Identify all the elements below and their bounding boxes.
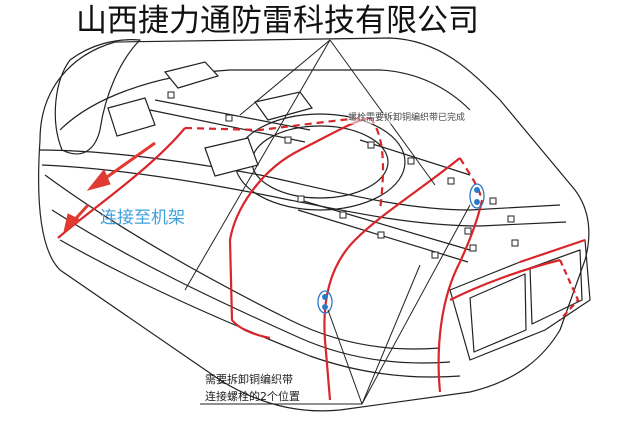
bolt xyxy=(377,231,385,239)
leader-title-1 xyxy=(184,39,331,291)
body-silhouette xyxy=(38,37,590,412)
roof-seam-2 xyxy=(149,109,306,143)
roof-dome-inner xyxy=(251,125,389,199)
hatch-4 xyxy=(204,137,259,177)
strap-front-dashed xyxy=(184,116,361,132)
roof-seam-3 xyxy=(299,199,471,251)
leader-lines xyxy=(184,39,471,405)
side-band xyxy=(39,149,561,211)
bolt xyxy=(464,227,472,235)
bolt xyxy=(225,114,233,122)
skirt-line-2 xyxy=(51,209,451,364)
bolt xyxy=(297,195,305,203)
bolt-position-markers xyxy=(317,183,485,314)
bolt xyxy=(511,239,519,247)
marker-dot xyxy=(322,294,328,300)
bolt xyxy=(167,91,175,99)
bolt xyxy=(431,251,439,259)
rear-frame xyxy=(469,273,527,353)
leader-note-3 xyxy=(361,204,471,405)
strap-mid-1-down xyxy=(228,239,271,340)
side-band-2 xyxy=(41,164,567,227)
leader-note-1 xyxy=(327,309,363,405)
roof-dome xyxy=(234,113,406,211)
rear-frame-2 xyxy=(529,249,583,325)
note-line-2: 连接螺栓的2个位置 xyxy=(205,390,300,403)
bolt xyxy=(469,244,477,252)
arrow-head-lower xyxy=(63,213,81,234)
obscured-note: 螺栓需要拆卸铜编织带已完成 xyxy=(348,113,466,124)
bolt xyxy=(447,177,455,185)
marker-dot xyxy=(474,187,480,193)
note-line-1: 需要拆卸铜编织带 xyxy=(205,373,293,386)
leader-note-2 xyxy=(361,264,421,405)
roof-ridge xyxy=(59,69,471,131)
strap-mid-2 xyxy=(323,157,461,341)
hatch-3 xyxy=(253,91,314,121)
strap-rear-3 xyxy=(519,238,586,264)
hatch-2 xyxy=(107,97,156,137)
leader-title-2 xyxy=(239,39,331,116)
marker-dot xyxy=(322,304,328,310)
skirt-line-1 xyxy=(44,174,441,350)
marker-ring-mid xyxy=(317,290,333,314)
connect-to-frame-label: 连接至机架 xyxy=(100,208,185,228)
hatch-1 xyxy=(163,61,220,89)
marker-dot xyxy=(474,199,480,205)
roof-hatches xyxy=(107,61,314,177)
marker-ring-rear xyxy=(469,183,485,209)
skirt-line-3 xyxy=(59,239,461,378)
bonding-straps xyxy=(57,116,586,401)
cab-bulge xyxy=(54,39,141,155)
strap-rear-dashed-2 xyxy=(558,259,580,321)
strap-mid-2-down xyxy=(323,339,332,401)
company-title: 山西捷力通防雷科技有限公司 xyxy=(76,3,479,39)
bolt xyxy=(367,141,375,149)
bolt xyxy=(507,215,515,223)
strap-rear-2 xyxy=(449,258,561,301)
strap-rear-1 xyxy=(437,199,484,393)
bolt xyxy=(284,136,292,144)
arrow-shaft-upper xyxy=(99,141,156,184)
bolt xyxy=(407,157,415,165)
strap-mid-1 xyxy=(228,116,371,241)
frame-connection-arrows xyxy=(63,141,156,234)
strap-rear-dashed xyxy=(459,157,484,201)
bolt xyxy=(489,197,497,205)
leader-title-3 xyxy=(329,39,436,186)
bolt xyxy=(339,211,347,219)
strap-mid-dashed xyxy=(369,117,385,211)
arrow-head-upper xyxy=(86,169,111,191)
roof-bolts xyxy=(167,91,519,259)
rear-end xyxy=(449,239,591,361)
